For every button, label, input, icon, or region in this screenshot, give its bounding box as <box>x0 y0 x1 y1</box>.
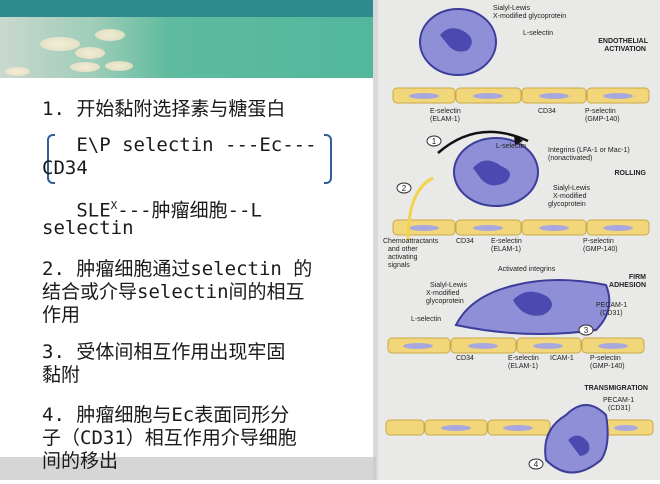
svg-text:CD34: CD34 <box>456 238 474 245</box>
left-bracket <box>47 134 55 184</box>
stage-labels: ENDOTHELIAL ACTIVATION ROLLING FIRM ADHE… <box>584 38 648 392</box>
svg-text:(ELAM-1): (ELAM-1) <box>430 116 460 123</box>
svg-text:2: 2 <box>402 184 407 193</box>
svg-text:ENDOTHELIAL: ENDOTHELIAL <box>598 38 649 45</box>
svg-text:(GMP-140): (GMP-140) <box>590 363 625 370</box>
svg-text:Activated integrins: Activated integrins <box>498 266 556 273</box>
svg-text:FIRM: FIRM <box>629 274 646 281</box>
point-4: 4. 肿瘤细胞与Ec表面同形分 <box>42 404 290 426</box>
svg-text:3: 3 <box>584 326 589 335</box>
rolling-arrow-head <box>514 135 523 145</box>
svg-text:Sialyl-Lewis: Sialyl-Lewis <box>430 282 467 289</box>
svg-text:P-selectin: P-selectin <box>583 238 614 245</box>
svg-text:4: 4 <box>534 460 539 469</box>
svg-text:TRANSMIGRATION: TRANSMIGRATION <box>584 385 648 392</box>
svg-text:PECAM-1: PECAM-1 <box>603 397 634 404</box>
svg-text:(GMP-140): (GMP-140) <box>583 246 618 253</box>
point-2-cont: 结合或介导selectin间的相互 <box>42 281 305 303</box>
header-banner <box>0 0 376 78</box>
endothelial-nuclei <box>403 93 638 431</box>
figure-labels: Sialyl-Lewis X-modified glycoprotein L-s… <box>383 5 634 412</box>
svg-text:signals: signals <box>388 262 410 269</box>
svg-text:ACTIVATION: ACTIVATION <box>604 46 646 53</box>
point-2-end: 作用 <box>42 304 81 326</box>
svg-text:L-selectin: L-selectin <box>523 30 553 37</box>
point-1-selectin: E\P selectin ---Ec--- <box>42 134 317 156</box>
bottom-bar <box>0 457 376 480</box>
svg-text:X-modified: X-modified <box>553 193 587 200</box>
svg-text:CD34: CD34 <box>538 108 556 115</box>
svg-text:activating: activating <box>388 254 418 261</box>
svg-text:P-selectin: P-selectin <box>585 108 616 115</box>
svg-text:Sialyl-Lewis: Sialyl-Lewis <box>493 5 530 12</box>
point-4-end: 间的移出 <box>42 450 119 472</box>
svg-text:E-selectin: E-selectin <box>508 355 539 362</box>
svg-text:glycoprotein: glycoprotein <box>548 201 586 208</box>
svg-text:ROLLING: ROLLING <box>615 170 647 177</box>
svg-text:and other: and other <box>388 246 418 253</box>
sle-text: SLE <box>42 199 111 222</box>
sle-rest: ---肿瘤细胞--L <box>117 199 262 222</box>
svg-text:E-selectin: E-selectin <box>430 108 461 115</box>
point-3: 3. 受体间相互作用出现牢固 <box>42 341 286 363</box>
point-1-cd34: CD34 <box>42 157 88 179</box>
svg-text:1: 1 <box>432 137 437 146</box>
svg-text:PECAM-1: PECAM-1 <box>596 302 627 309</box>
point-1-selectin-2: selectin <box>42 217 134 239</box>
svg-text:ICAM-1: ICAM-1 <box>550 355 574 362</box>
svg-text:(ELAM-1): (ELAM-1) <box>508 363 538 370</box>
point-1: 1. 开始黏附选择素与糖蛋白 <box>42 98 286 120</box>
panel-divider <box>373 0 378 480</box>
step-numbers: 1 2 3 4 <box>396 135 594 470</box>
endothelium-rows <box>385 87 654 436</box>
svg-text:L-selectin: L-selectin <box>411 316 441 323</box>
svg-text:(nonactivated): (nonactivated) <box>548 155 592 162</box>
svg-text:L-selectin: L-selectin <box>496 143 526 150</box>
point-1-sle: SLEX---肿瘤细胞--L <box>42 194 262 222</box>
point-2: 2. 肿瘤细胞通过selectin 的 <box>42 258 313 280</box>
right-bracket <box>324 134 332 184</box>
svg-text:X-modified: X-modified <box>426 290 460 297</box>
svg-text:(CD31): (CD31) <box>608 405 631 412</box>
svg-text:glycoprotein: glycoprotein <box>426 298 464 305</box>
svg-text:(GMP-140): (GMP-140) <box>585 116 620 123</box>
rolling-arrow <box>437 130 529 154</box>
svg-text:Chemoattractants: Chemoattractants <box>383 238 439 245</box>
point-3-end: 黏附 <box>42 364 81 386</box>
leukocyte-cells <box>419 8 611 474</box>
chemoattractant-arrow <box>406 176 434 241</box>
svg-text:(CD31): (CD31) <box>600 310 623 317</box>
svg-text:P-selectin: P-selectin <box>590 355 621 362</box>
point-4-cont: 子（CD31）相互作用介导细胞 <box>42 427 297 449</box>
sle-superscript: X <box>110 199 118 212</box>
svg-text:Integrins (LFA-1 or Mac-1): Integrins (LFA-1 or Mac-1) <box>548 147 630 154</box>
svg-text:X-modified glycoprotein: X-modified glycoprotein <box>493 13 566 20</box>
svg-text:(ELAM-1): (ELAM-1) <box>491 246 521 253</box>
svg-text:Sialyl-Lewis: Sialyl-Lewis <box>553 185 590 192</box>
slide-text-panel: 1. 开始黏附选择素与糖蛋白 E\P selectin ---Ec--- CD3… <box>0 0 376 480</box>
banner-strip <box>0 0 376 17</box>
svg-text:ADHESION: ADHESION <box>609 282 646 289</box>
banner-image <box>0 17 376 78</box>
leukocyte-adhesion-figure: Sialyl-Lewis X-modified glycoprotein L-s… <box>378 0 660 480</box>
svg-text:CD34: CD34 <box>456 355 474 362</box>
svg-text:E-selectin: E-selectin <box>491 238 522 245</box>
